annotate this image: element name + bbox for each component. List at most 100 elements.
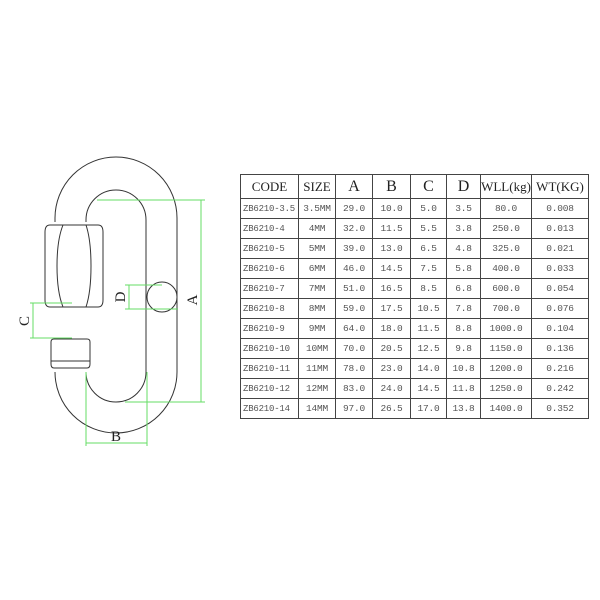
dimension-label-b: B xyxy=(111,429,121,445)
cell-wt: 0.076 xyxy=(531,298,589,319)
cell-code: ZB6210-6 xyxy=(240,258,299,279)
cell-c: 11.5 xyxy=(410,318,447,339)
cell-wt: 0.216 xyxy=(531,358,589,379)
cell-a: 29.0 xyxy=(335,198,373,219)
cell-a: 78.0 xyxy=(335,358,373,379)
cell-wll: 700.0 xyxy=(480,298,532,319)
cell-wt: 0.054 xyxy=(531,278,589,299)
cell-wll: 325.0 xyxy=(480,238,532,259)
cell-wt: 0.008 xyxy=(531,198,589,219)
header-c: C xyxy=(410,174,447,199)
cell-d: 7.8 xyxy=(446,298,481,319)
cell-c: 12.5 xyxy=(410,338,447,359)
cell-wll: 1400.0 xyxy=(480,398,532,419)
cell-b: 13.0 xyxy=(372,238,411,259)
cell-code: ZB6210-14 xyxy=(240,398,299,419)
cell-code: ZB6210-11 xyxy=(240,358,299,379)
cell-code: ZB6210-8 xyxy=(240,298,299,319)
cell-wll: 1000.0 xyxy=(480,318,532,339)
cell-size: 7MM xyxy=(298,278,336,299)
cell-wt: 0.136 xyxy=(531,338,589,359)
cell-wt: 0.352 xyxy=(531,398,589,419)
header-b: B xyxy=(372,174,411,199)
cell-code: ZB6210-4 xyxy=(240,218,299,239)
table-header-row: CODE SIZE A B C D WLL(kg) WT(KG) xyxy=(240,174,589,199)
carabiner-outline xyxy=(44,156,178,434)
cell-a: 70.0 xyxy=(335,338,373,359)
cell-d: 8.8 xyxy=(446,318,481,339)
cell-size: 10MM xyxy=(298,338,336,359)
cell-code: ZB6210-5 xyxy=(240,238,299,259)
cell-wt: 0.242 xyxy=(531,378,589,399)
cell-c: 7.5 xyxy=(410,258,447,279)
header-d: D xyxy=(446,174,481,199)
cell-c: 17.0 xyxy=(410,398,447,419)
cell-wt: 0.021 xyxy=(531,238,589,259)
cell-d: 6.8 xyxy=(446,278,481,299)
cell-wll: 80.0 xyxy=(480,198,532,219)
cell-size: 11MM xyxy=(298,358,336,379)
header-a: A xyxy=(335,174,373,199)
cell-code: ZB6210-7 xyxy=(240,278,299,299)
cell-d: 9.8 xyxy=(446,338,481,359)
dimension-label-a: A xyxy=(185,294,201,305)
carabiner-diagram: A D C B xyxy=(17,156,205,446)
cell-code: ZB6210-12 xyxy=(240,378,299,399)
cell-wll: 1250.0 xyxy=(480,378,532,399)
cell-a: 51.0 xyxy=(335,278,373,299)
cell-b: 23.0 xyxy=(372,358,411,379)
cell-b: 17.5 xyxy=(372,298,411,319)
cell-wll: 250.0 xyxy=(480,218,532,239)
cell-size: 14MM xyxy=(298,398,336,419)
cell-size: 12MM xyxy=(298,378,336,399)
cell-code: ZB6210-9 xyxy=(240,318,299,339)
cell-d: 3.5 xyxy=(446,198,481,219)
cell-b: 20.5 xyxy=(372,338,411,359)
cell-wt: 0.013 xyxy=(531,218,589,239)
cell-wt: 0.033 xyxy=(531,258,589,279)
cell-b: 18.0 xyxy=(372,318,411,339)
cell-b: 10.0 xyxy=(372,198,411,219)
cell-size: 9MM xyxy=(298,318,336,339)
cell-d: 5.8 xyxy=(446,258,481,279)
spec-table: CODE SIZE A B C D WLL(kg) WT(KG) ZB6210-… xyxy=(240,174,589,419)
cell-wll: 1200.0 xyxy=(480,358,532,379)
cell-wll: 1150.0 xyxy=(480,338,532,359)
cell-c: 5.0 xyxy=(410,198,447,219)
cell-c: 8.5 xyxy=(410,278,447,299)
cell-wll: 600.0 xyxy=(480,278,532,299)
cell-size: 8MM xyxy=(298,298,336,319)
cell-c: 6.5 xyxy=(410,238,447,259)
cell-a: 83.0 xyxy=(335,378,373,399)
cell-a: 46.0 xyxy=(335,258,373,279)
dimension-label-c: C xyxy=(17,316,33,326)
cell-size: 5MM xyxy=(298,238,336,259)
cell-code: ZB6210-10 xyxy=(240,338,299,359)
cell-c: 5.5 xyxy=(410,218,447,239)
cell-c: 10.5 xyxy=(410,298,447,319)
header-wt: WT(KG) xyxy=(531,174,589,199)
cell-size: 6MM xyxy=(298,258,336,279)
dimension-lines xyxy=(30,199,205,446)
cell-d: 11.8 xyxy=(446,378,481,399)
cell-wll: 400.0 xyxy=(480,258,532,279)
cell-size: 4MM xyxy=(298,218,336,239)
dimension-label-d: D xyxy=(113,291,129,302)
cell-d: 4.8 xyxy=(446,238,481,259)
header-size: SIZE xyxy=(298,174,336,199)
cell-wt: 0.104 xyxy=(531,318,589,339)
cell-c: 14.0 xyxy=(410,358,447,379)
cell-b: 26.5 xyxy=(372,398,411,419)
cell-c: 14.5 xyxy=(410,378,447,399)
